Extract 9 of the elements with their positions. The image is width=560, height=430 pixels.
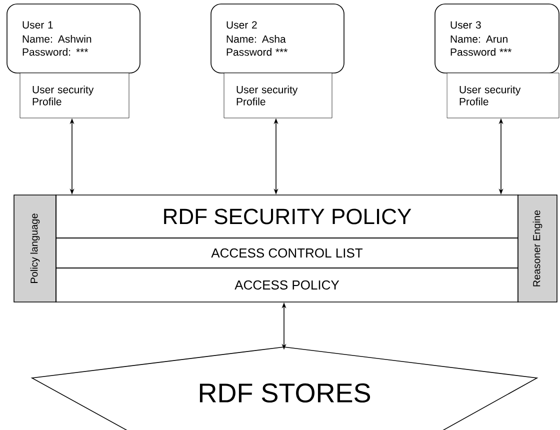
side-band: Policy language [14, 194, 56, 302]
policy-row: RDF SECURITY POLICY [56, 194, 518, 238]
policy-row: ACCESS CONTROL LIST [56, 238, 518, 268]
side-band: Reasoner Engine [518, 194, 558, 302]
policy-row: ACCESS POLICY [56, 268, 518, 302]
profile-box: User security Profile [20, 72, 130, 118]
profile-box: User security Profile [224, 72, 332, 118]
profile-box: User security Profile [446, 72, 560, 118]
user-card: User 3 Name: Arun Password *** [434, 4, 560, 74]
